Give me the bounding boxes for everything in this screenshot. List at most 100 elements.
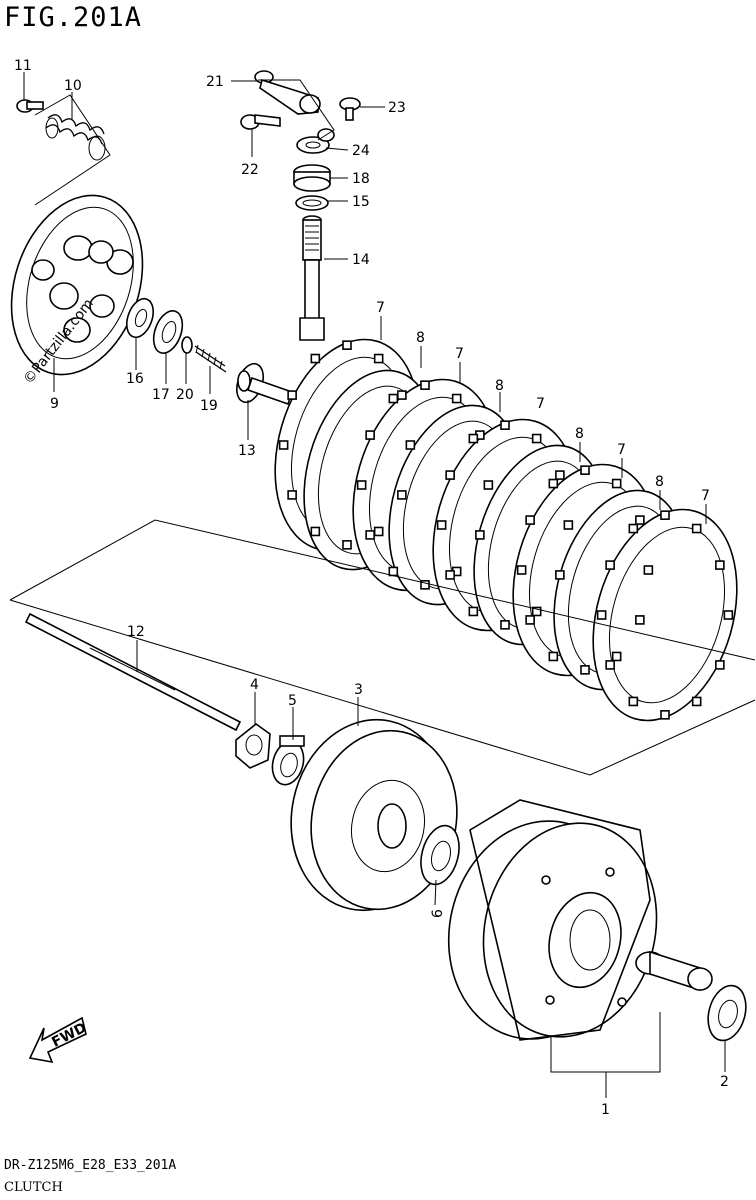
part-24-washer[interactable] (296, 128, 335, 154)
part-1-collar[interactable] (635, 950, 713, 992)
plate-tab (691, 696, 702, 707)
part-17-bearing[interactable] (148, 307, 187, 357)
callout-23: 23 (388, 100, 406, 116)
plate-tab (287, 390, 297, 400)
plate-tab (373, 526, 384, 537)
part-15-o-ring[interactable] (295, 195, 329, 211)
plate-tab (420, 380, 430, 390)
callout-leaders (23, 72, 726, 1072)
part-13-push-rod[interactable] (232, 360, 294, 406)
plate-tab (436, 520, 447, 530)
plate-tab (531, 606, 542, 617)
plate-tab (405, 440, 416, 450)
plate-tab (365, 530, 375, 540)
callout-21: 21 (206, 74, 224, 90)
plate-tab (548, 478, 559, 489)
callout-7d: 7 (617, 442, 626, 458)
callout-13: 13 (238, 443, 256, 459)
plate-tab (310, 353, 321, 364)
callout-8c: 8 (575, 426, 584, 442)
part-6-thrust-washer[interactable] (415, 821, 465, 888)
plate-tab (420, 580, 430, 590)
part-23-screw[interactable] (339, 97, 361, 121)
part-4-nut[interactable] (235, 722, 271, 769)
plate-tab (605, 560, 615, 570)
plate-tab (373, 353, 384, 364)
part-20-washer[interactable] (181, 336, 193, 354)
callout-1: 1 (601, 1102, 610, 1118)
part-5-lock-washer[interactable] (268, 735, 308, 788)
plate-tab (660, 510, 670, 520)
callout-numbers: 11 10 21 22 23 24 18 15 14 16 17 20 19 1… (14, 58, 729, 1118)
part-21-release-arm[interactable] (254, 70, 321, 115)
plate-tab (525, 615, 535, 625)
callout-8d: 8 (655, 474, 664, 490)
callout-2: 2 (720, 1074, 729, 1090)
callout-16: 16 (126, 371, 144, 387)
plate-tab (555, 570, 565, 580)
part-18-oil-seal[interactable] (293, 164, 331, 192)
plate-tab (723, 610, 734, 620)
plate-tab (715, 560, 725, 570)
callout-7a: 7 (376, 300, 385, 316)
part-9-pressure-plate[interactable] (0, 178, 164, 391)
plate-tab (691, 523, 702, 534)
callout-24: 24 (352, 143, 370, 159)
callout-4: 4 (250, 677, 259, 693)
plate-tab (397, 490, 407, 500)
plate-tab (580, 665, 590, 675)
part-11-bolt[interactable] (16, 99, 44, 113)
plate-tab (525, 515, 535, 525)
plate-tab (483, 480, 494, 490)
plate-tab (715, 660, 725, 670)
plate-tab (445, 470, 455, 480)
callout-11: 11 (14, 58, 32, 74)
plate-tab (611, 651, 622, 662)
plate-tab (628, 696, 639, 707)
plate-tab (500, 620, 510, 630)
callout-3: 3 (354, 682, 363, 698)
part-2-thrust-washer[interactable] (702, 981, 751, 1044)
figure-title: FIG.201A (4, 2, 143, 33)
plate-tab (388, 393, 399, 404)
plate-stack (274, 338, 756, 737)
callout-9: 9 (50, 396, 59, 412)
plate-tab (635, 615, 645, 625)
callout-22: 22 (241, 162, 259, 178)
plate-tab (342, 540, 352, 550)
plate-tab (397, 390, 407, 400)
part-16-washer[interactable] (122, 295, 158, 341)
plate-tab (475, 530, 485, 540)
plate-tab (365, 430, 375, 440)
callout-5: 5 (288, 693, 297, 709)
plate-tab (342, 340, 352, 350)
plate-tab (451, 393, 462, 404)
plate-tab (278, 440, 289, 450)
part-1-clutch-housing[interactable] (426, 799, 679, 1059)
plate-tab (611, 478, 622, 489)
plate-tab (500, 420, 510, 430)
part-14-release-shaft[interactable] (299, 215, 325, 341)
callout-12: 12 (127, 624, 145, 640)
part-19-pin[interactable] (194, 344, 227, 373)
plate-tab (356, 480, 367, 490)
callout-6: 6 (430, 909, 446, 918)
plate-tab (531, 433, 542, 444)
plate-tab (310, 526, 321, 537)
plate-tab (643, 565, 654, 575)
plate-tab (548, 651, 559, 662)
part-22-bolt[interactable] (240, 114, 281, 130)
callout-7e: 7 (701, 488, 710, 504)
callout-8b: 8 (495, 378, 504, 394)
part-7-friction-plate-5[interactable] (570, 492, 756, 737)
plate-tab (445, 570, 455, 580)
plate-tab (563, 520, 574, 530)
callout-15: 15 (352, 194, 370, 210)
part-10-spring[interactable] (45, 114, 106, 161)
part-12-push-rod[interactable] (24, 612, 242, 732)
plate-tab (596, 610, 607, 620)
callout-8a: 8 (416, 330, 425, 346)
fwd-arrow-icon: FWD (28, 1016, 89, 1064)
